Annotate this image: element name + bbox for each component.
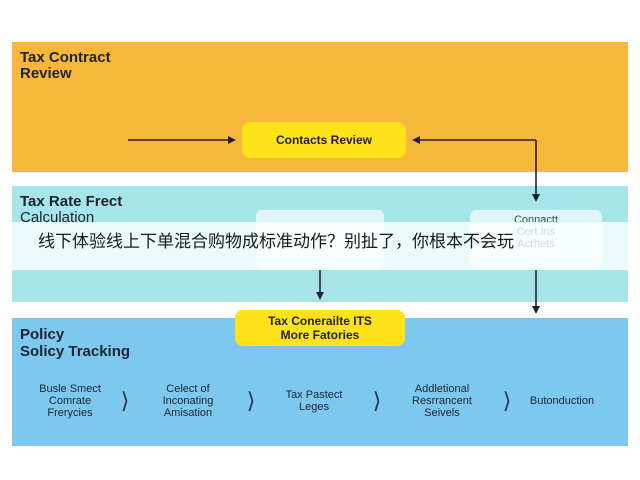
band-title-policy-tracking: Policy Solicy Tracking (20, 326, 131, 360)
pill-tax-conerailte: Tax Conerailte ITS More Fatories (235, 310, 405, 346)
overlay-strip (12, 222, 628, 270)
separator-1: ⟩ (120, 388, 130, 413)
band-title-line-2: Calculation (20, 209, 95, 226)
policy-item-3: Tax Pastect Leges (285, 389, 343, 413)
policy-item-1: Busle Smect Comrate Frerycies (39, 383, 101, 419)
policy-item-4: Addletional Resrrancent Seivels (412, 383, 472, 419)
band-title-rate-calculation: Tax Rate Frect Calculation (20, 194, 200, 226)
separator-2: ⟩ (246, 388, 256, 413)
policy-items-row: Busle Smect Comrate Frerycies ⟩ Celect o… (20, 378, 620, 424)
separator-4: ⟩ (502, 388, 512, 413)
policy-item-5: Butonduction (529, 395, 595, 407)
band-title-line-1: Tax Rate Frect (20, 193, 123, 210)
separator-3: ⟩ (372, 388, 382, 413)
overlay-caption: 线下体验线上下单混合购物成标准动作？别扯了，你根本不会玩 (38, 232, 514, 252)
policy-item-2: Celect of Inconating Amisation (162, 383, 214, 419)
pill-contacts-review: Contacts Review (242, 122, 406, 158)
band-title-contract-review: Tax Contract Review (20, 49, 111, 82)
